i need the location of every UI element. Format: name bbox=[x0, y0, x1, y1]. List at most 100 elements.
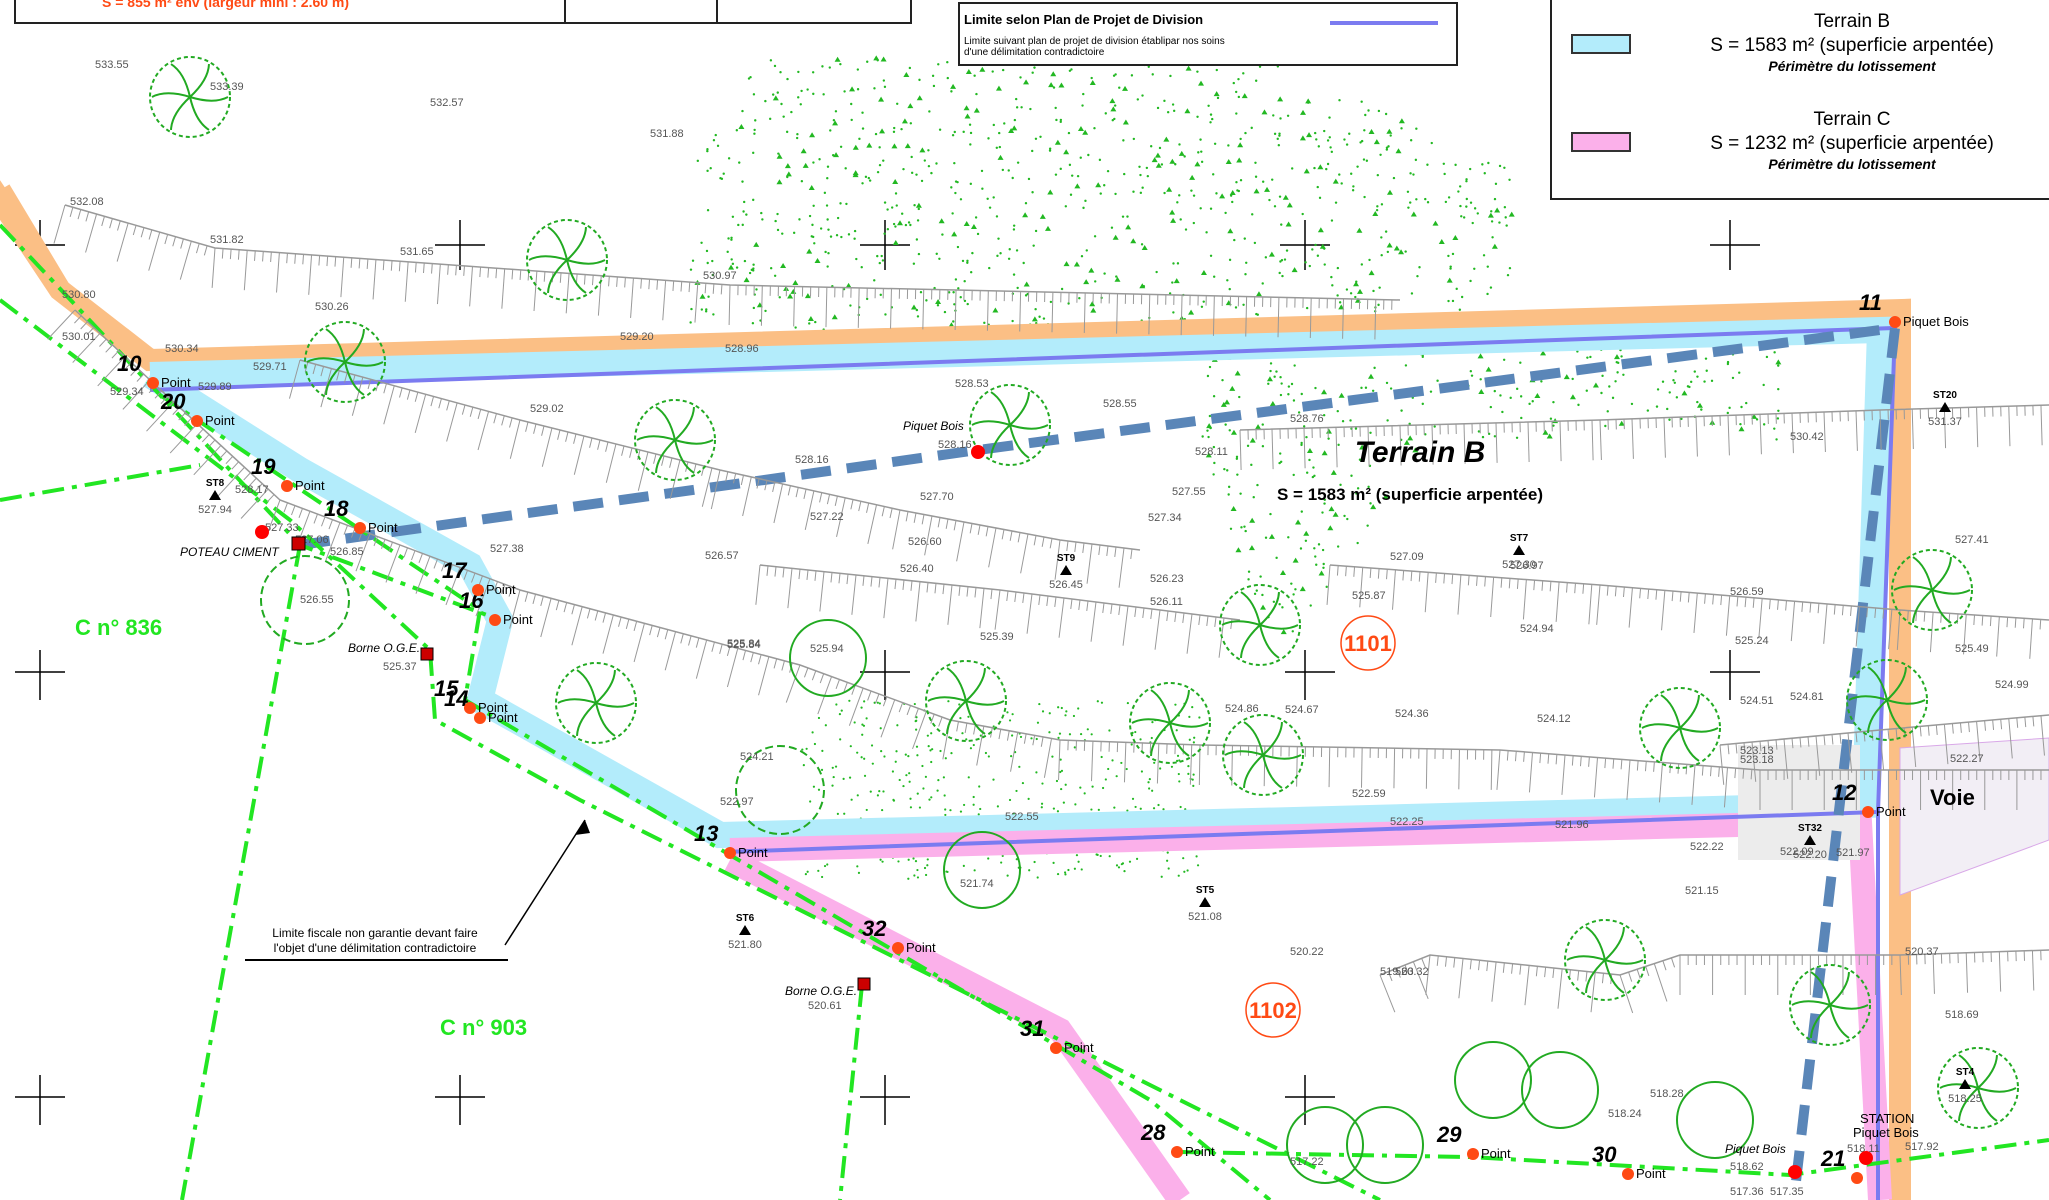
survey-point-label: Point bbox=[1876, 804, 1906, 819]
slope-tick bbox=[804, 490, 815, 531]
vegetation-dot bbox=[1765, 355, 1769, 359]
slope-tick bbox=[53, 204, 66, 244]
slope-tick bbox=[326, 256, 329, 267]
vegetation-dot bbox=[917, 252, 921, 256]
vegetation-dot bbox=[1104, 112, 1107, 115]
slope-tick bbox=[726, 648, 739, 688]
vegetation-dot bbox=[1364, 386, 1368, 389]
vegetation-dot bbox=[932, 84, 936, 88]
vegetation-dot bbox=[1021, 781, 1025, 785]
vegetation-dot bbox=[1090, 733, 1093, 736]
slope-tick bbox=[1588, 756, 1590, 767]
slope-tick bbox=[358, 258, 361, 269]
vegetation-dot bbox=[1339, 483, 1342, 487]
shrub-icon bbox=[943, 831, 1021, 909]
vegetation-dot bbox=[1458, 308, 1462, 311]
vegetation-mark bbox=[1751, 413, 1758, 419]
contour-line bbox=[64, 204, 1401, 301]
vegetation-dot bbox=[950, 752, 953, 755]
slope-tick bbox=[541, 425, 545, 436]
slope-tick bbox=[325, 522, 341, 561]
vegetation-mark bbox=[1122, 119, 1129, 125]
vegetation-dot bbox=[908, 780, 911, 783]
vegetation-dot bbox=[1762, 383, 1765, 387]
vegetation-dot bbox=[1313, 166, 1316, 170]
vegetation-dot bbox=[1503, 166, 1506, 169]
vegetation-dot bbox=[1608, 385, 1611, 388]
slope-tick bbox=[160, 396, 169, 405]
vegetation-dot bbox=[969, 143, 972, 146]
vegetation-dot bbox=[1228, 258, 1232, 262]
vegetation-dot bbox=[1355, 280, 1358, 283]
vegetation-dot bbox=[879, 858, 882, 861]
vegetation-mark bbox=[1200, 270, 1207, 276]
vegetation-dot bbox=[1322, 414, 1326, 417]
vegetation-dot bbox=[1067, 868, 1070, 872]
vegetation-mark bbox=[979, 66, 986, 72]
elevation-label: 523.13 bbox=[1740, 745, 1774, 757]
elevation-label: 522.55 bbox=[1005, 811, 1039, 823]
vegetation-dot bbox=[1244, 529, 1247, 533]
slope-tick bbox=[1574, 583, 1576, 594]
vegetation-dot bbox=[1179, 805, 1182, 809]
vegetation-dot bbox=[705, 308, 708, 311]
vegetation-dot bbox=[1674, 370, 1677, 373]
vegetation-dot bbox=[1487, 432, 1491, 436]
survey-point-marker bbox=[1467, 1148, 1479, 1160]
slope-tick bbox=[1815, 735, 1821, 776]
slope-tick bbox=[1669, 763, 1672, 774]
vegetation-dot bbox=[1329, 146, 1332, 149]
slope-tick bbox=[1647, 589, 1650, 600]
elevation-label: 526.11 bbox=[1150, 596, 1183, 608]
slope-tick bbox=[207, 439, 216, 448]
vegetation-dot bbox=[800, 89, 803, 93]
slope-tick bbox=[875, 693, 880, 704]
survey-point-label: Point bbox=[503, 612, 533, 627]
vegetation-dot bbox=[1369, 431, 1372, 435]
vegetation-dot bbox=[937, 779, 940, 782]
vegetation-dot bbox=[1209, 207, 1213, 210]
vegetation-dot bbox=[1726, 362, 1730, 366]
vegetation-dot bbox=[1111, 759, 1114, 762]
vegetation-dot bbox=[1012, 228, 1016, 231]
shrub-icon bbox=[1286, 1106, 1364, 1184]
vegetation-mark bbox=[1169, 158, 1176, 164]
slope-tick bbox=[947, 584, 953, 625]
vegetation-dot bbox=[727, 237, 730, 240]
vegetation-dot bbox=[890, 206, 894, 209]
vegetation-dot bbox=[1493, 389, 1496, 393]
vegetation-dot bbox=[996, 805, 999, 808]
vegetation-mark bbox=[814, 257, 821, 263]
legend-divider bbox=[564, 0, 566, 22]
vegetation-dot bbox=[738, 161, 741, 164]
elevation-label: 519.63 bbox=[1380, 966, 1414, 978]
survey-point-label: Point bbox=[1481, 1146, 1511, 1161]
vegetation-mark bbox=[1255, 291, 1262, 297]
vegetation-dot bbox=[1232, 81, 1235, 85]
slope-tick bbox=[509, 419, 521, 459]
vegetation-dot bbox=[1418, 266, 1421, 269]
vegetation-dot bbox=[918, 806, 922, 809]
vegetation-mark bbox=[1170, 217, 1177, 223]
vegetation-dot bbox=[1240, 526, 1243, 529]
slope-tick bbox=[732, 473, 737, 484]
vegetation-dot bbox=[1019, 76, 1022, 79]
slope-tick bbox=[1759, 414, 1762, 455]
vegetation-mark bbox=[1248, 545, 1255, 551]
vegetation-dot bbox=[1305, 471, 1309, 474]
vegetation-dot bbox=[808, 322, 811, 325]
vegetation-dot bbox=[1182, 857, 1185, 860]
slope-tick bbox=[1839, 733, 1842, 744]
vegetation-dot bbox=[1407, 206, 1410, 209]
vegetation-dot bbox=[700, 308, 704, 311]
vegetation-mark bbox=[1169, 209, 1176, 215]
vegetation-dot bbox=[1315, 138, 1318, 141]
slope-tick bbox=[1636, 760, 1639, 771]
vegetation-dot bbox=[1325, 167, 1328, 171]
slope-tick bbox=[411, 550, 416, 561]
vegetation-dot bbox=[904, 753, 907, 756]
slope-tick bbox=[954, 290, 957, 331]
vegetation-dot bbox=[1166, 851, 1169, 854]
vegetation-dot bbox=[730, 236, 733, 239]
vegetation-mark bbox=[1592, 382, 1599, 388]
